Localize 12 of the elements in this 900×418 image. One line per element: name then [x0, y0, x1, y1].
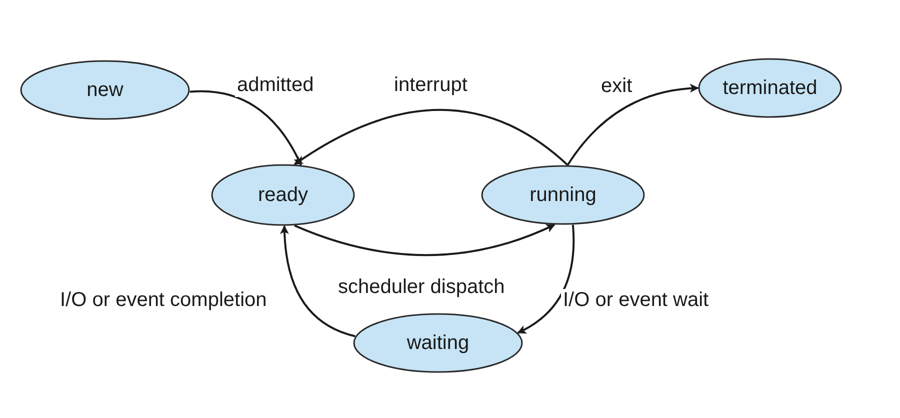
arrow	[517, 224, 575, 334]
state-label: ready	[258, 184, 308, 206]
arrow	[280, 225, 356, 338]
state-label: waiting	[406, 332, 470, 354]
arrow	[190, 90, 302, 166]
arrow	[294, 224, 556, 256]
state-label: running	[530, 184, 596, 206]
state-label: terminated	[722, 76, 818, 100]
arrow	[294, 108, 568, 166]
state-label: new	[86, 78, 124, 102]
edge-label: interrupt	[392, 74, 470, 97]
arrow	[566, 84, 699, 166]
